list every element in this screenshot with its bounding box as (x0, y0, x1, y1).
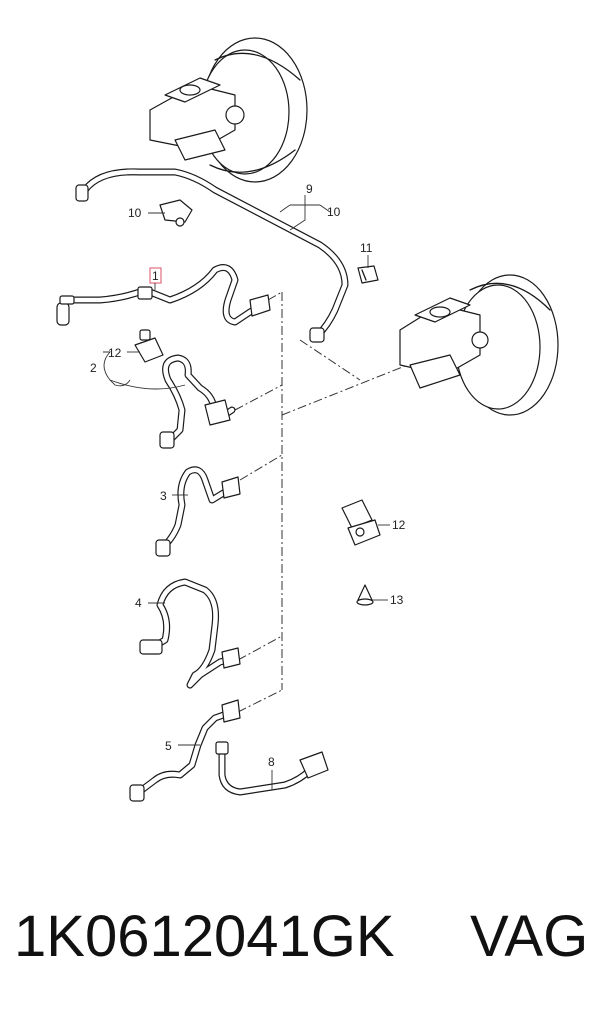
vacuum-line-main (75, 168, 349, 343)
vacuum-hose-part-8 (215, 741, 329, 796)
clip-part-11 (357, 265, 379, 284)
callout-8: 8 (268, 755, 275, 769)
vacuum-hose-part-2 (134, 329, 236, 449)
assembly-reference-lines (234, 291, 421, 713)
callout-2: 2 (90, 361, 97, 375)
upper-brake-booster (149, 37, 308, 183)
callout-labels: 1 2 12 3 4 5 8 9 10 10 11 12 13 (90, 182, 406, 769)
callout-3: 3 (160, 489, 167, 503)
callout-12-upper: 12 (108, 346, 122, 360)
vacuum-hose-part-5 (129, 699, 241, 802)
callout-1-highlight (149, 267, 162, 284)
exploded-parts-diagram: 1 2 12 3 4 5 8 9 10 10 11 12 13 (56, 37, 559, 802)
callout-leaders (103, 195, 390, 790)
callout-10-right: 10 (327, 205, 341, 219)
callout-9: 9 (306, 182, 313, 196)
callout-1: 1 (152, 269, 159, 283)
callout-10-left: 10 (128, 206, 142, 220)
vacuum-hose-part-1 (56, 264, 271, 326)
lower-brake-booster (399, 274, 559, 416)
clip-part-10 (159, 199, 193, 227)
callout-13: 13 (390, 593, 404, 607)
callout-4: 4 (135, 596, 142, 610)
cap-part-13 (356, 584, 374, 606)
brand-label: VAG (470, 904, 589, 969)
vacuum-hose-part-4 (139, 578, 241, 689)
part-number: 1K0612041GK (14, 904, 395, 969)
vacuum-hose-part-3 (155, 466, 241, 557)
sensor-part-12 (341, 499, 381, 546)
callout-5: 5 (165, 739, 172, 753)
callout-12-lower: 12 (392, 518, 406, 532)
callout-11: 11 (360, 241, 373, 255)
